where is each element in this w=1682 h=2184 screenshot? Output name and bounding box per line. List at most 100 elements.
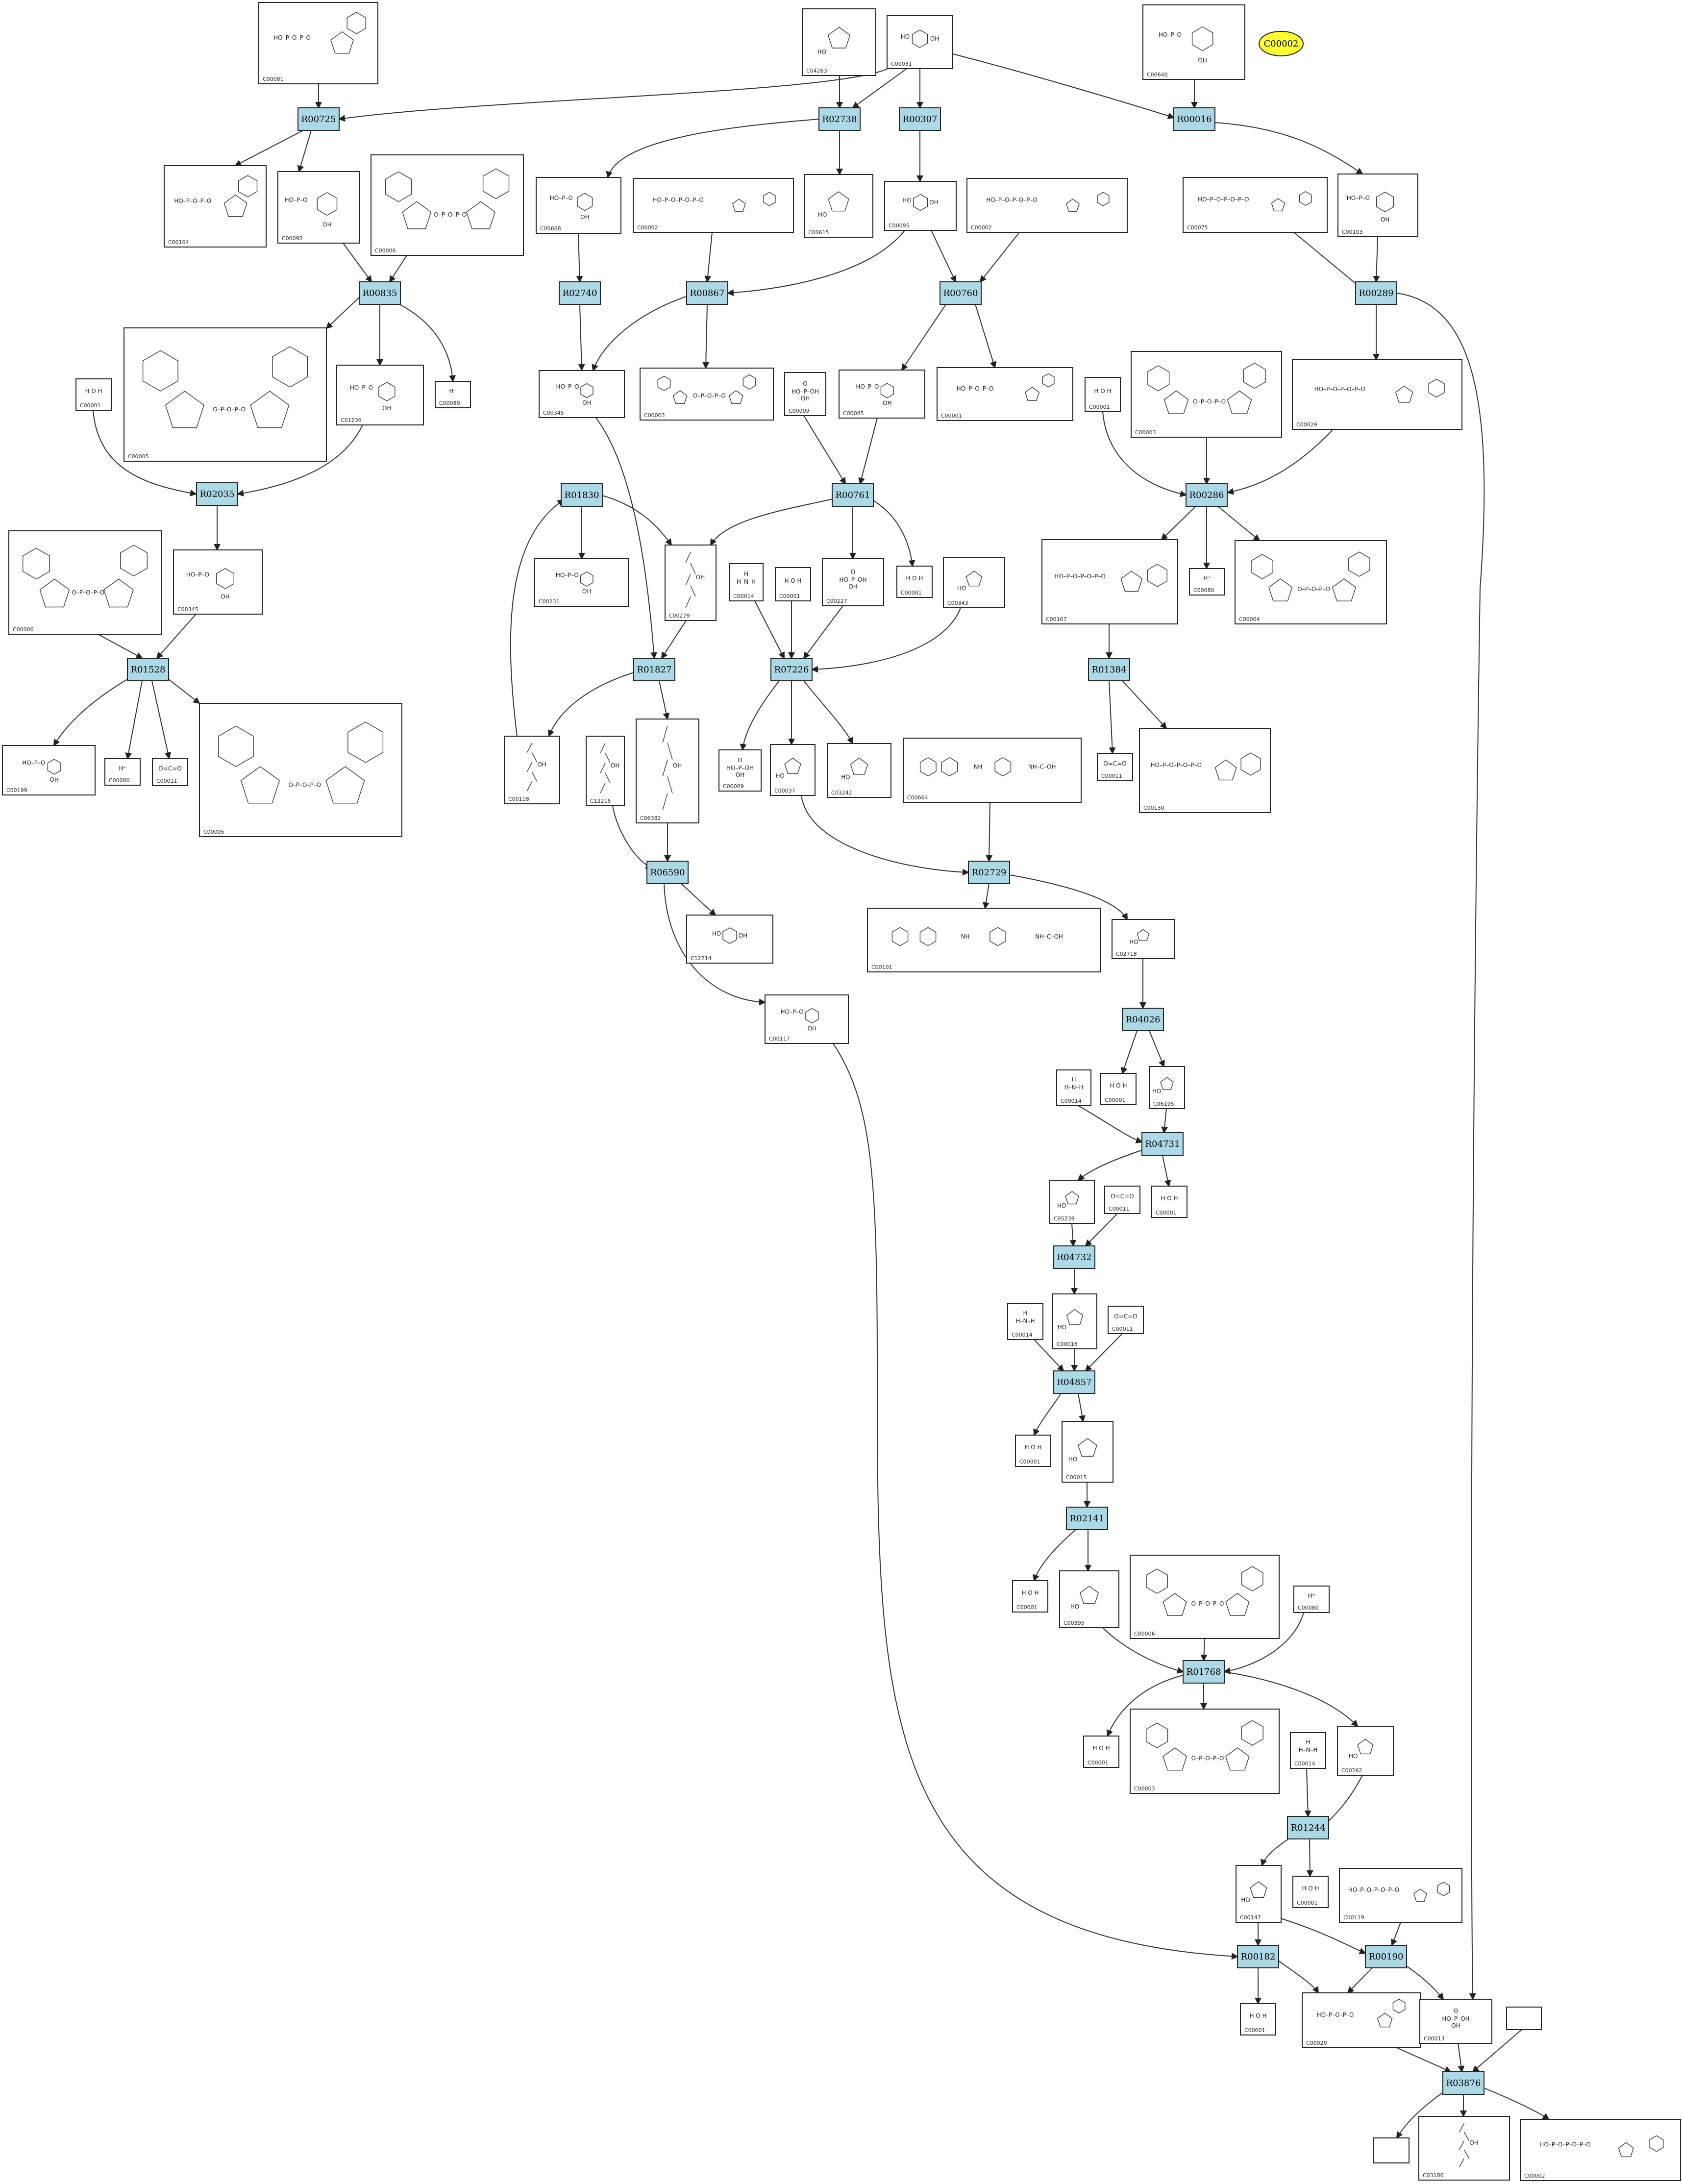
reaction-node[interactable]: R00307 xyxy=(899,107,941,131)
reaction-node[interactable]: R03876 xyxy=(1442,2071,1484,2095)
reaction-node[interactable]: R04857 xyxy=(1053,1370,1095,1394)
reaction-node[interactable]: R02141 xyxy=(1066,1507,1108,1530)
reaction-node[interactable]: R04731 xyxy=(1141,1132,1184,1156)
compound-node[interactable]: H⁺C00080 xyxy=(104,758,141,786)
reaction-node[interactable]: R02035 xyxy=(196,482,238,506)
reaction-node[interactable]: R00867 xyxy=(686,281,728,305)
reaction-node[interactable]: R04026 xyxy=(1122,1008,1164,1031)
reaction-node[interactable]: R00761 xyxy=(832,483,874,507)
reaction-node[interactable]: R04732 xyxy=(1053,1245,1095,1269)
reaction-node[interactable]: R01528 xyxy=(127,658,169,681)
reaction-node[interactable]: R02740 xyxy=(559,281,601,305)
reaction-node[interactable]: R01384 xyxy=(1088,658,1130,681)
compound-node[interactable] xyxy=(1373,2137,1410,2163)
reaction-node[interactable]: R00289 xyxy=(1355,281,1397,305)
reaction-node[interactable]: R00835 xyxy=(359,281,401,305)
reaction-node[interactable]: R00286 xyxy=(1186,483,1228,507)
reaction-node[interactable]: R06590 xyxy=(646,861,689,884)
reaction-node[interactable]: R01830 xyxy=(561,483,603,507)
compound-node[interactable]: H⁺C00080 xyxy=(1189,568,1225,596)
compound-node[interactable] xyxy=(1506,2007,1542,2030)
compound-node[interactable]: H⁺C00080 xyxy=(1293,1586,1330,1613)
reaction-node[interactable]: R00190 xyxy=(1365,1945,1407,1968)
reaction-node[interactable]: R02738 xyxy=(818,107,861,131)
compound-node[interactable]: H⁺C00080 xyxy=(435,381,471,408)
reaction-node[interactable]: R07226 xyxy=(770,658,813,681)
reaction-node[interactable]: R01827 xyxy=(633,658,675,681)
reaction-node[interactable]: R00016 xyxy=(1173,107,1215,131)
reaction-node[interactable]: R00760 xyxy=(940,281,982,305)
reaction-node[interactable]: R00725 xyxy=(297,107,340,131)
